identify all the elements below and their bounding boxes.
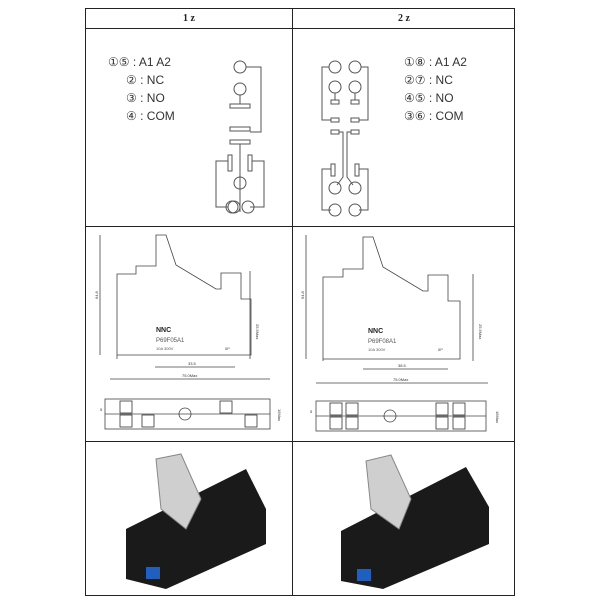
dim-small: 5 (310, 409, 313, 414)
dim-side: 25.5Max (478, 324, 483, 339)
dim-width: 75.0Max (182, 373, 197, 378)
poles-label: 8P (438, 347, 443, 352)
spec-table: 1 z 2 z ①⑤ : A1 A2 ② : NC ③ : NO ④ : COM… (85, 8, 515, 596)
model-label: P69F08A1 (368, 339, 397, 345)
coil-pins-1z (225, 200, 255, 214)
wiring-diagram-1z (215, 60, 265, 214)
model-label: P69F05A1 (156, 338, 185, 344)
product-photo-2z (341, 454, 489, 589)
row-divider (86, 226, 514, 227)
dim-side: 25.5Max (255, 324, 260, 339)
dim-width: 75.0Max (393, 377, 408, 382)
dim-pitch: 38.5 (398, 363, 407, 368)
header-1z: 1 z (183, 13, 195, 24)
brand-logo: NNC (156, 327, 171, 334)
dim-height: 64.8 (94, 290, 99, 299)
dimension-drawing-1z: NNC P69F05A1 10A 300V 8P 64.8 25.5Max 33… (94, 234, 282, 430)
brand-logo: NNC (368, 328, 383, 335)
row-divider (86, 441, 514, 442)
product-photo-1z (126, 453, 266, 589)
rating-label: 10A 300V (156, 346, 174, 351)
poles-label: 8P (225, 346, 230, 351)
dim-pitch: 33.5 (188, 361, 197, 366)
dimension-drawing-2z: NNC P69F08A1 10A 300V 8P 64.8 25.5Max 38… (300, 235, 500, 432)
dim-height: 64.8 (300, 290, 305, 299)
rating-label: 10A 300V (368, 347, 386, 352)
pin-legend-2z: ①⑧ : A1 A2 ②⑦ : NC ④⑤ : NO ③⑥ : COM (404, 55, 467, 123)
dim-depth: 16Max (495, 411, 500, 423)
header-2z: 2 z (398, 13, 410, 24)
dim-depth: 16Max (277, 409, 282, 421)
row-divider (86, 28, 514, 29)
pin-legend-1z: ①⑤ : A1 A2 ② : NC ③ : NO ④ : COM (108, 55, 175, 123)
wiring-diagram-2z (321, 60, 369, 217)
column-divider (292, 9, 293, 595)
dim-small: 5 (100, 407, 103, 412)
